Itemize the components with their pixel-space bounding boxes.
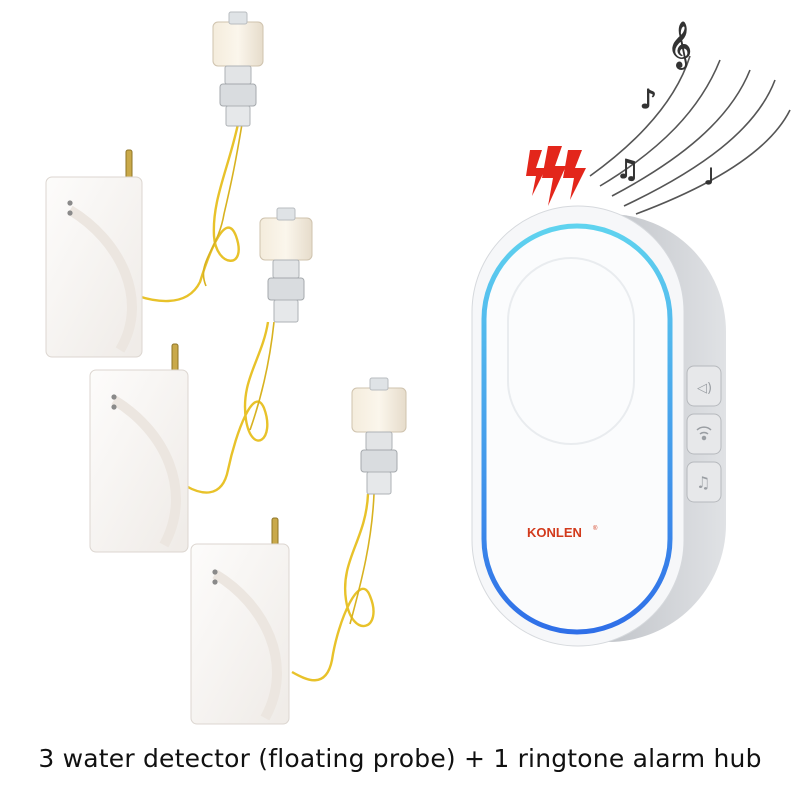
wifi-pairing-icon (696, 426, 712, 441)
detector-box (190, 543, 290, 725)
water-detector-3 (190, 377, 407, 725)
water-detector-1 (45, 11, 264, 358)
float-probe (351, 387, 407, 433)
pairing-button (686, 413, 722, 455)
volume-icon: ◁) (697, 381, 712, 396)
status-led (111, 394, 117, 400)
detector-box (45, 176, 143, 358)
probe-cable (291, 493, 375, 682)
probe-cable (185, 321, 270, 494)
float-probe (212, 21, 264, 67)
probe-cable (137, 123, 240, 303)
ringtone-button (686, 461, 722, 503)
music-note-icon: ♪ (640, 85, 657, 115)
registered-mark: ® (593, 525, 598, 532)
brand-logo: KONLEN (527, 525, 582, 540)
music-notes: 𝄞 ♪ ♫ ♩ (616, 22, 715, 191)
music-note-icon: ♩ (704, 165, 714, 190)
volume-button (686, 365, 722, 407)
float-probe (259, 217, 313, 261)
status-led (212, 569, 218, 575)
status-led (67, 200, 73, 206)
led-ring (481, 223, 673, 635)
music-note-icon: ♫ (616, 155, 639, 185)
product-caption: 3 water detector (floating probe) + 1 ri… (38, 744, 762, 773)
detector-box (89, 369, 189, 553)
treble-clef-icon: 𝄞 (668, 22, 692, 70)
sound-waves (589, 55, 791, 215)
alarm-lightning-icon (526, 146, 586, 206)
water-detector-2 (89, 207, 313, 553)
alarm-hub: ◁) ♫ KONLEN ® (471, 205, 726, 647)
ringtone-icon: ♫ (696, 473, 710, 492)
